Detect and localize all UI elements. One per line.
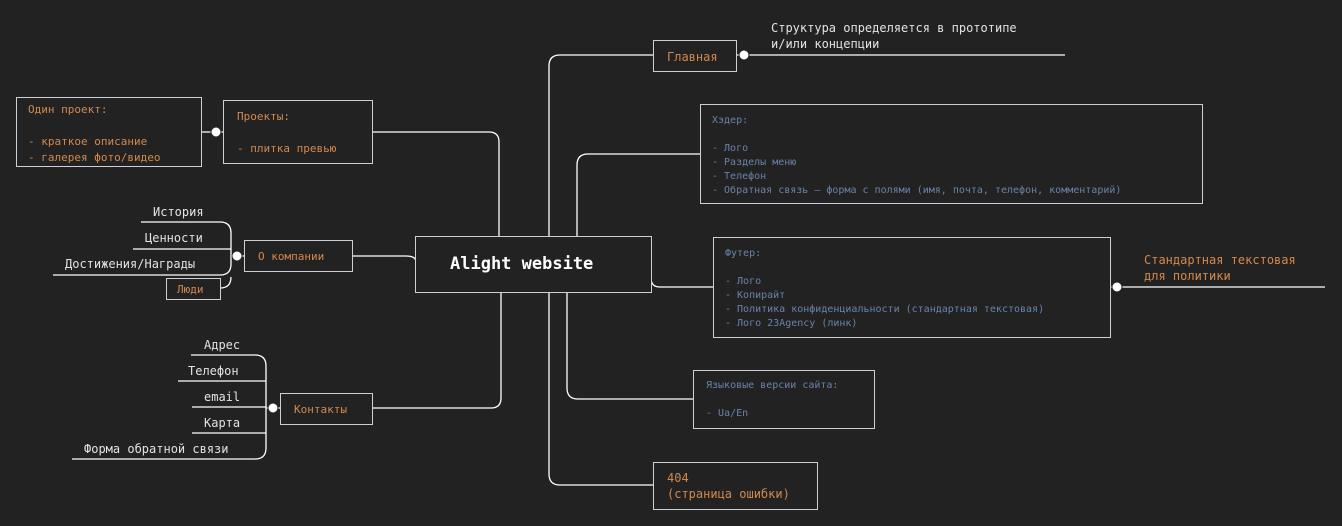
header-block-item: - Телефон bbox=[712, 171, 767, 182]
contacts-child-map[interactable]: Карта bbox=[204, 416, 241, 430]
about-child-awards[interactable]: Достижения/Награды bbox=[65, 257, 196, 271]
contacts-child-phone[interactable]: Телефон bbox=[188, 364, 239, 378]
header-block-item: - Лого bbox=[712, 143, 749, 154]
about-child-people-label: Люди bbox=[177, 283, 204, 296]
one-project-item: - галерея фото/видео bbox=[28, 151, 161, 164]
footer-block-node[interactable]: Футер: - Лого - Копирайт - Политика конф… bbox=[713, 237, 1111, 338]
link-header bbox=[576, 153, 700, 236]
link-contacts bbox=[372, 292, 502, 409]
link-about bbox=[353, 255, 417, 266]
junction-dot bbox=[1111, 281, 1123, 293]
languages-node[interactable]: Языковые версии сайта: - Ua/En bbox=[693, 370, 875, 429]
junction-dot bbox=[231, 250, 243, 262]
header-block-title: Хэдер: bbox=[712, 115, 749, 126]
about-child-people[interactable]: Люди bbox=[166, 278, 221, 300]
one-project-title: Один проект: bbox=[28, 103, 108, 116]
contacts-label: Контакты bbox=[294, 403, 347, 416]
link-projects bbox=[372, 131, 500, 236]
center-node[interactable]: Alight website bbox=[415, 236, 652, 293]
link-main-page bbox=[548, 54, 653, 236]
footer-block-item: - Лого 23Agency (линк) bbox=[725, 318, 858, 329]
main-page-note-line1: Структура определяется в прототипе bbox=[771, 21, 1017, 35]
link-languages bbox=[566, 292, 694, 400]
contacts-node[interactable]: Контакты bbox=[280, 393, 373, 425]
projects-item: - плитка превью bbox=[237, 142, 337, 155]
footer-block-item: - Политика конфиденциальности (стандартн… bbox=[725, 304, 1045, 315]
languages-title: Языковые версии сайта: bbox=[706, 380, 839, 391]
about-node[interactable]: О компании bbox=[244, 240, 353, 272]
projects-node[interactable]: Проекты: - плитка превью bbox=[223, 100, 373, 164]
projects-title: Проекты: bbox=[237, 110, 290, 123]
one-project-item: - краткое описание bbox=[28, 135, 148, 148]
about-child-values[interactable]: Ценности bbox=[145, 231, 203, 245]
footer-block-item: - Лого bbox=[725, 276, 762, 287]
main-page-note-line2: и/или концепции bbox=[771, 37, 880, 51]
error-page-line1: 404 bbox=[667, 471, 689, 485]
error-page-line2: (страница ошибки) bbox=[667, 487, 790, 501]
link-footer bbox=[650, 277, 713, 288]
footer-block-title: Футер: bbox=[725, 248, 762, 259]
center-title: Alight website bbox=[450, 254, 594, 274]
main-page-label: Главная bbox=[667, 50, 718, 64]
junction-dot bbox=[738, 49, 750, 61]
junction-dot bbox=[210, 126, 222, 138]
header-block-item: - Обратная связь — форма с полями (имя, … bbox=[712, 185, 1122, 196]
error-page-node[interactable]: 404 (страница ошибки) bbox=[653, 462, 818, 510]
main-page-node[interactable]: Главная bbox=[653, 40, 737, 72]
about-child-history[interactable]: История bbox=[153, 205, 204, 219]
footer-block-item: - Копирайт bbox=[725, 290, 786, 301]
header-block-item: - Разделы меню bbox=[712, 157, 797, 168]
one-project-node[interactable]: Один проект: - краткое описание - галере… bbox=[16, 97, 202, 167]
contacts-child-feedback-form[interactable]: Форма обратной связи bbox=[84, 442, 229, 456]
header-block-node[interactable]: Хэдер: - Лого - Разделы меню - Телефон -… bbox=[700, 104, 1203, 204]
contacts-child-address[interactable]: Адрес bbox=[204, 338, 241, 352]
languages-value: - Ua/En bbox=[706, 408, 749, 419]
contacts-child-email[interactable]: email bbox=[204, 390, 241, 404]
link-404 bbox=[548, 292, 653, 486]
footer-note-line1: Стандартная текстовая bbox=[1144, 253, 1296, 267]
footer-note-line2: для политики bbox=[1144, 269, 1231, 283]
about-label: О компании bbox=[258, 250, 325, 263]
junction-dot bbox=[267, 402, 279, 414]
